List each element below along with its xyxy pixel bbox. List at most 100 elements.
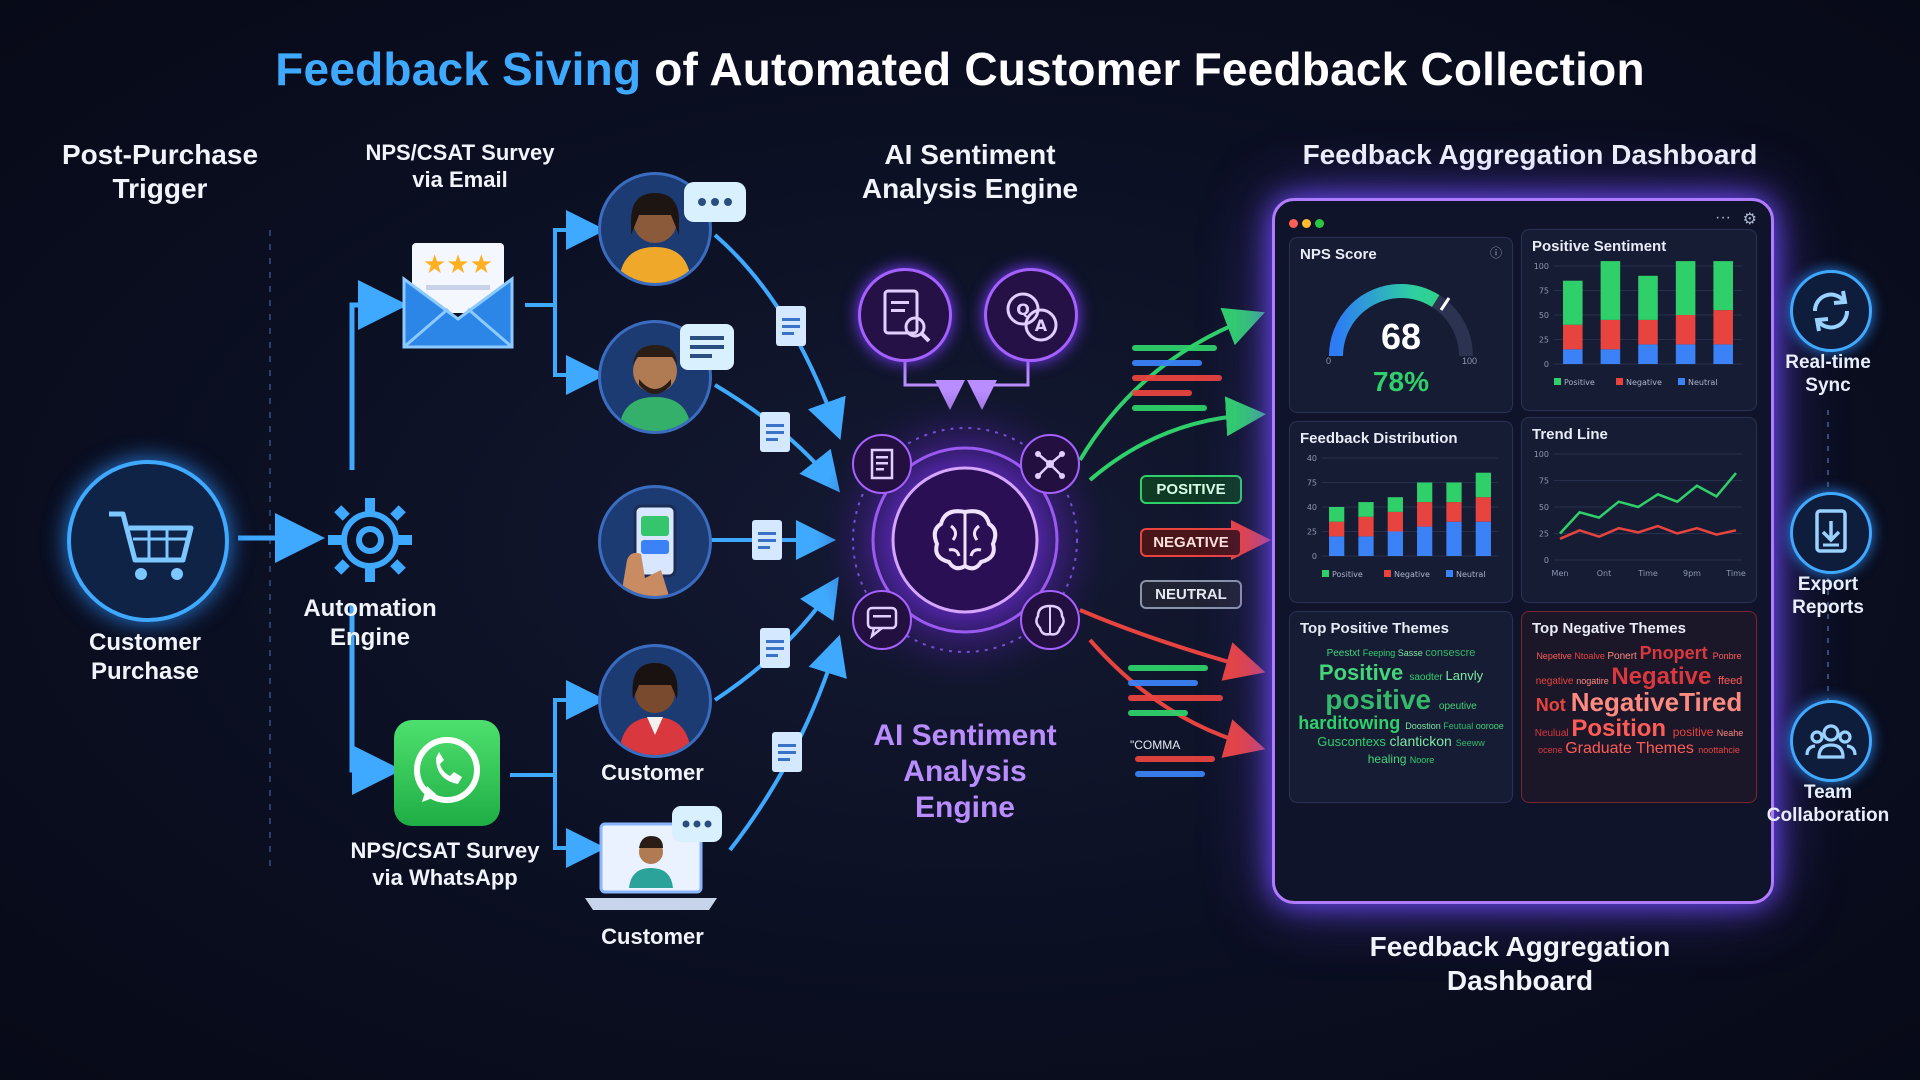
trend-tick: 75 — [1539, 477, 1549, 486]
document-icon — [776, 306, 806, 346]
theme-word: Noore — [1409, 754, 1435, 765]
positive-sentiment-bar-segment — [1638, 275, 1658, 320]
positive-sentiment-bar-segment — [1638, 344, 1658, 364]
trend-positive-line — [1559, 472, 1737, 535]
comment-node — [852, 590, 912, 650]
shopping-cart-icon — [109, 511, 194, 580]
woman-avatar-icon — [619, 663, 691, 755]
trigger-heading: Post-Purchase Trigger — [61, 139, 259, 205]
theme-word: Positive — [1318, 659, 1410, 685]
trend-tick: 0 — [1544, 556, 1549, 565]
theme-word: Sasse — [1397, 648, 1426, 658]
feedback-distribution-legend-label: Negative — [1394, 570, 1430, 579]
customer-avatar-4 — [598, 644, 712, 758]
feedback-distribution-bar-segment — [1387, 531, 1403, 556]
real-time-sync-button[interactable] — [1790, 270, 1872, 352]
theme-word: nogatire — [1576, 675, 1612, 686]
positive-tag: POSITIVE — [1140, 475, 1242, 504]
feedback-distribution-tick: 75 — [1307, 479, 1317, 488]
feedback-distribution-bar-segment — [1358, 516, 1374, 537]
export-reports-button[interactable] — [1790, 492, 1872, 574]
close-dot-icon[interactable] — [1289, 219, 1298, 228]
theme-word: ffeed — [1718, 674, 1743, 687]
theme-word: Position — [1571, 715, 1673, 743]
maximize-dot-icon[interactable] — [1315, 219, 1324, 228]
trend-negative-line — [1559, 524, 1737, 540]
positive-sentiment-legend-label: Neutral — [1688, 378, 1718, 387]
comment-icon — [866, 606, 898, 640]
feedback-distribution-bar-segment — [1358, 536, 1374, 556]
trend-title: Trend Line — [1532, 426, 1608, 443]
positive-sentiment-bar-segment — [1675, 315, 1696, 345]
neutral-tag: NEUTRAL — [1140, 580, 1242, 609]
customer-purchase-label: Customer Purchase — [88, 629, 202, 686]
dashboard-label: Feedback Aggregation Dashboard — [1369, 931, 1671, 997]
envelope-rating-icon: ★★★ — [402, 243, 514, 349]
more-icon[interactable]: ··· — [1715, 209, 1731, 226]
minimize-dot-icon[interactable] — [1302, 219, 1311, 228]
theme-word: Graduate Themes — [1565, 740, 1699, 758]
window-controls — [1289, 215, 1324, 233]
positive-sentiment-bar-segment — [1713, 310, 1733, 345]
feedback-distribution-tick: 40 — [1307, 503, 1317, 512]
email-survey-node: ★★★ — [400, 235, 520, 355]
nps-panel: NPS Score ⓘ 68 0 100 78% — [1289, 237, 1513, 413]
theme-word: ocene — [1538, 745, 1566, 756]
theme-word: Neulual — [1534, 728, 1572, 740]
man-avatar-icon — [619, 345, 691, 431]
theme-word: Seeww — [1455, 737, 1485, 748]
feedback-distribution-bar-segment — [1475, 521, 1491, 556]
theme-word: Peestxt — [1326, 648, 1363, 659]
theme-word: saodter — [1409, 671, 1446, 683]
whatsapp-survey-label: NPS/CSAT Survey via WhatsApp — [350, 838, 540, 890]
positive-sentiment-bar-segment — [1675, 344, 1696, 364]
feedback-distribution-bar-segment — [1329, 521, 1345, 537]
theme-word: NegativeTired — [1570, 686, 1743, 717]
message-lines-icon — [680, 324, 734, 370]
settings-gear-icon[interactable]: ⚙ — [1742, 211, 1757, 228]
theme-word: Feeping — [1362, 648, 1398, 658]
nps-min: 0 — [1326, 356, 1332, 366]
phone-hand-icon — [621, 504, 677, 596]
brain-small-icon — [1035, 604, 1065, 636]
feedback-distribution-legend-label: Positive — [1332, 570, 1363, 579]
positive-sentiment-tick: 50 — [1539, 311, 1549, 320]
theme-word: consescre — [1425, 647, 1476, 659]
positive-sentiment-bar-segment — [1675, 261, 1696, 315]
theme-word: clantickon — [1389, 732, 1456, 749]
title-rest: of Automated Customer Feedback Collectio… — [641, 43, 1645, 95]
feedback-distribution-bar-segment — [1329, 536, 1345, 556]
automation-engine-node — [322, 492, 418, 588]
theme-word: Doostion — [1405, 720, 1444, 731]
qa-chat-icon: QA — [1006, 292, 1058, 342]
nps-gauge — [1329, 284, 1473, 357]
theme-word: Nepetive — [1536, 651, 1575, 661]
theme-word: Feutual — [1443, 720, 1476, 731]
theme-word: positive — [1672, 725, 1717, 740]
positive-sentiment-legend-swatch — [1616, 378, 1623, 385]
network-node — [1020, 434, 1080, 494]
feedback-distribution-bar-segment — [1446, 502, 1462, 522]
network-icon — [1035, 451, 1065, 479]
page-title: Feedback Siving of Automated Customer Fe… — [0, 42, 1920, 96]
theme-word: healing — [1367, 751, 1410, 766]
positive-sentiment-tick: 0 — [1544, 360, 1549, 369]
positive-sentiment-bar-segment — [1638, 319, 1658, 345]
text-document-icon — [870, 448, 894, 480]
document-icon — [772, 732, 802, 772]
nps-score: 68 — [1380, 316, 1422, 357]
text-document-node — [852, 434, 912, 494]
team-collaboration-button[interactable] — [1790, 700, 1872, 782]
customer-purchase-node — [67, 460, 229, 622]
positive-sentiment-tick: 75 — [1539, 287, 1549, 296]
feedback-distribution-tick: 0 — [1312, 552, 1317, 561]
positive-sentiment-tick: 25 — [1539, 336, 1549, 345]
positive-sentiment-legend-swatch — [1554, 378, 1561, 385]
info-icon[interactable]: ⓘ — [1489, 246, 1502, 260]
nps-title: NPS Score — [1300, 246, 1377, 263]
theme-word: Guscontexs — [1317, 733, 1390, 749]
trend-x-label: Men — [1552, 569, 1569, 578]
trend-tick: 100 — [1534, 450, 1549, 459]
